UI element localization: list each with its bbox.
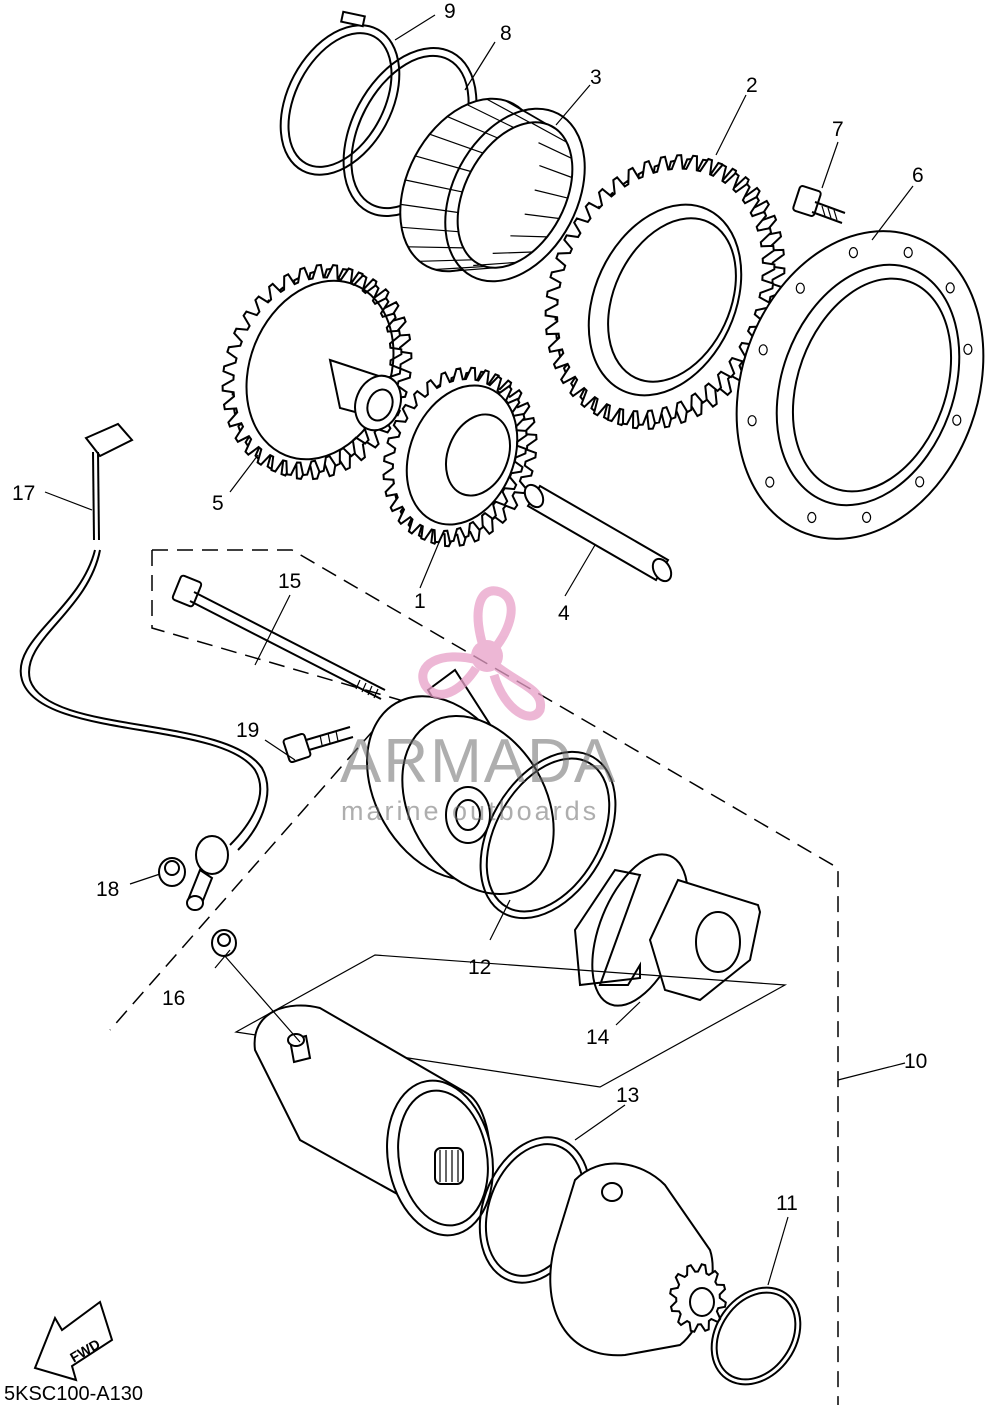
part-1-small-gear[interactable]: [382, 366, 538, 548]
watermark: ARMADA marine outboards: [340, 586, 617, 826]
callout-15[interactable]: 15: [278, 570, 301, 593]
part-5-idler-gear[interactable]: [221, 258, 420, 481]
part-14-brush-holder[interactable]: [573, 841, 762, 1019]
callouts: 1 2 3 4 5 6 7 8 9 10 11 12 13 14 15 16 1…: [12, 0, 927, 1215]
callout-9[interactable]: 9: [444, 0, 456, 23]
callout-18[interactable]: 18: [96, 878, 119, 901]
callout-16[interactable]: 16: [162, 987, 185, 1010]
front-cover[interactable]: [549, 1162, 727, 1357]
callout-5[interactable]: 5: [212, 492, 224, 515]
part-17-lead-wire[interactable]: [19, 422, 269, 911]
callout-7[interactable]: 7: [832, 118, 844, 141]
part-15-long-bolt[interactable]: [171, 574, 386, 700]
part-16-nut[interactable]: [211, 929, 237, 957]
part-2-clutch-gear[interactable]: [544, 154, 786, 430]
callout-2[interactable]: 2: [746, 74, 758, 97]
leader-lines: [44, 14, 914, 1286]
subassembly-boundary: [234, 954, 788, 1088]
callout-11[interactable]: 11: [776, 1192, 798, 1215]
callout-17[interactable]: 17: [12, 482, 35, 505]
callout-3[interactable]: 3: [590, 66, 602, 89]
part-6-clutch-housing[interactable]: [695, 196, 985, 574]
part-11-o-ring[interactable]: [693, 1270, 818, 1401]
part-3-one-way-clutch[interactable]: [372, 75, 613, 306]
callout-10[interactable]: 10: [904, 1050, 927, 1073]
callout-13[interactable]: 13: [616, 1084, 639, 1107]
watermark-propeller-icon: [418, 586, 546, 721]
part-4-shaft[interactable]: [521, 482, 675, 585]
part-19-bolt[interactable]: [282, 726, 354, 764]
part-7-bolt[interactable]: [792, 185, 846, 224]
assembly-boundary: [109, 549, 839, 1405]
callout-1[interactable]: 1: [414, 590, 426, 613]
starter-motor-yoke[interactable]: [253, 1004, 505, 1243]
callout-19[interactable]: 19: [236, 719, 259, 742]
watermark-brand: ARMADA: [340, 727, 617, 796]
callout-12[interactable]: 12: [468, 956, 491, 979]
callout-4[interactable]: 4: [558, 602, 570, 625]
fwd-arrow: FWD: [33, 1300, 114, 1382]
callout-6[interactable]: 6: [912, 164, 924, 187]
part-18-nut[interactable]: [158, 857, 186, 887]
callout-8[interactable]: 8: [500, 22, 512, 45]
drawing-code: 5KSC100-A130: [4, 1383, 143, 1405]
part-9-circlip[interactable]: [257, 5, 424, 195]
callout-14[interactable]: 14: [586, 1026, 610, 1049]
watermark-tagline: marine outboards: [341, 796, 599, 826]
end-cover-bracket[interactable]: [335, 668, 584, 921]
